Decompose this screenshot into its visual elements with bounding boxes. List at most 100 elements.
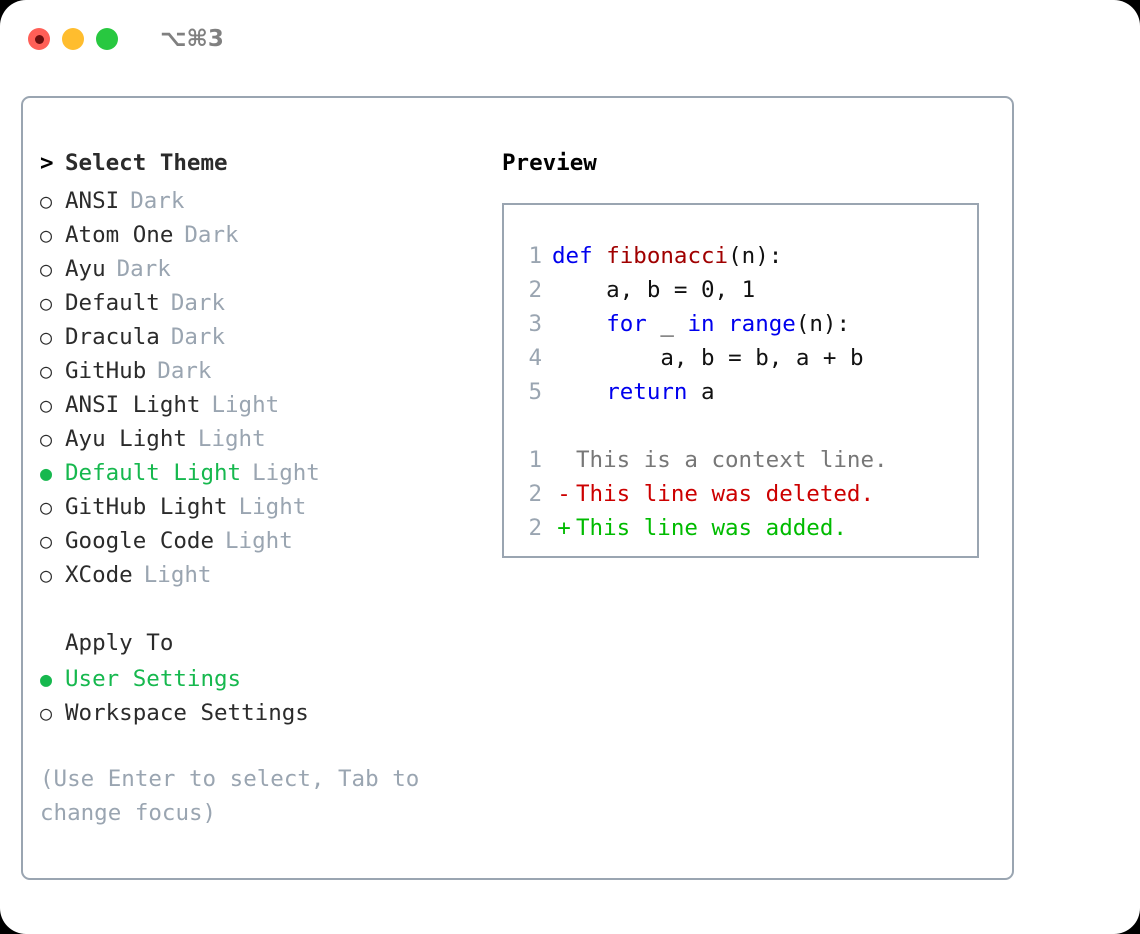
theme-name: GitHub [65,358,147,384]
prompt-caret-icon: > [40,150,54,176]
theme-kind-badge: Light [143,562,212,588]
theme-kind-badge: Light [211,392,280,418]
theme-name: GitHub Light [65,494,228,520]
apply-to-list: ●User Settings○ Workspace Settings [40,666,480,734]
apply-to-header: Apply To [40,630,480,666]
diff-marker: + [557,515,571,541]
theme-kind-badge: Light [225,528,293,554]
theme-kind-badge: Dark [116,256,171,282]
radio-unselected-icon: ○ [40,495,53,519]
spacer [40,596,480,630]
diff-line: 2+This line was added. [522,515,977,549]
diff-sample: 1 This is a context line.2-This line was… [522,447,977,549]
theme-list-item[interactable]: ○ Default Dark [40,290,480,324]
code-token: a [687,379,715,405]
theme-kind-badge: Light [238,494,307,520]
diff-text: This is a context line. [576,447,888,473]
code-line: 1 def fibonacci(n): [522,243,977,277]
line-number: 5 [528,379,542,405]
radio-unselected-icon: ○ [40,291,53,315]
code-token: range [728,311,796,337]
maximize-window-button[interactable] [96,28,118,50]
radio-selected-icon: ● [40,461,53,485]
close-window-button[interactable] [28,28,50,50]
diff-text: This line was deleted. [576,481,875,507]
theme-list-item[interactable]: ● Default Light Light [40,460,480,494]
code-token: a, b = b, a + b [552,345,864,371]
theme-kind-badge: Dark [170,324,226,350]
code-token [552,311,606,337]
keyboard-hint-text: (Use Enter to select, Tab to change focu… [40,766,433,826]
line-number: 3 [528,311,542,337]
keyboard-shortcut-label: ⌥⌘3 [160,26,224,52]
theme-kind-badge: Light [197,426,266,452]
theme-kind-badge: Dark [130,188,185,214]
diff-line: 2-This line was deleted. [522,481,977,515]
code-line: 3 for _ in range(n): [522,311,977,345]
diff-marker: - [557,481,571,507]
code-token [552,379,606,405]
diff-marker [552,447,576,473]
theme-list-item[interactable]: ○ Dracula Dark [40,324,480,358]
line-number: 2 [528,515,542,541]
radio-unselected-icon: ○ [40,359,53,383]
code-token [715,311,729,337]
theme-list-item[interactable]: ○ GitHub Light Light [40,494,480,528]
line-number: 1 [528,243,542,269]
spacer [522,413,977,447]
select-theme-header: > Select Theme [40,150,480,188]
code-token: return [606,379,688,405]
radio-unselected-icon: ○ [40,325,53,349]
radio-unselected-icon: ○ [40,223,53,247]
theme-list-item[interactable]: ○ GitHub Dark [40,358,480,392]
theme-name: ANSI [65,188,120,214]
theme-name: Ayu [65,256,106,282]
theme-kind-badge: Dark [170,290,226,316]
code-token: in [687,311,715,337]
apply-to-name: Workspace Settings [65,700,309,726]
theme-name: Default Light [65,460,242,486]
theme-name: Default [65,290,160,316]
theme-list-item[interactable]: ○ Ayu Dark [40,256,480,290]
code-token: fibonacci [606,243,729,269]
preview-label: Preview [502,150,597,176]
theme-kind-badge: Dark [184,222,239,248]
code-token: def [552,243,607,269]
code-token: _ [646,311,688,337]
apply-to-item[interactable]: ●User Settings [40,666,480,700]
theme-kind-badge: Dark [157,358,212,384]
window-controls [28,28,118,50]
radio-unselected-icon: ○ [40,529,53,553]
code-token: (n): [795,311,851,337]
radio-unselected-icon: ○ [40,563,53,587]
select-theme-label: Select Theme [65,150,228,176]
theme-list-item[interactable]: ○ Atom One Dark [40,222,480,256]
theme-kind-badge: Light [252,460,320,486]
radio-unselected-icon: ○ [40,257,53,281]
diff-line: 1 This is a context line. [522,447,977,481]
code-line: 2 a, b = 0, 1 [522,277,977,311]
theme-name: Dracula [65,324,160,350]
radio-unselected-icon: ○ [40,701,53,725]
code-token: (n): [728,243,783,269]
radio-selected-icon: ● [40,667,53,691]
theme-list-item[interactable]: ○ XCode Light [40,562,480,596]
radio-unselected-icon: ○ [40,427,53,451]
apply-to-item[interactable]: ○ Workspace Settings [40,700,480,734]
minimize-window-button[interactable] [62,28,84,50]
theme-name: Atom One [65,222,174,248]
theme-name: XCode [65,562,133,588]
code-line: 5 return a [522,379,977,413]
line-number: 2 [528,277,542,303]
apply-to-label: Apply To [65,630,174,656]
